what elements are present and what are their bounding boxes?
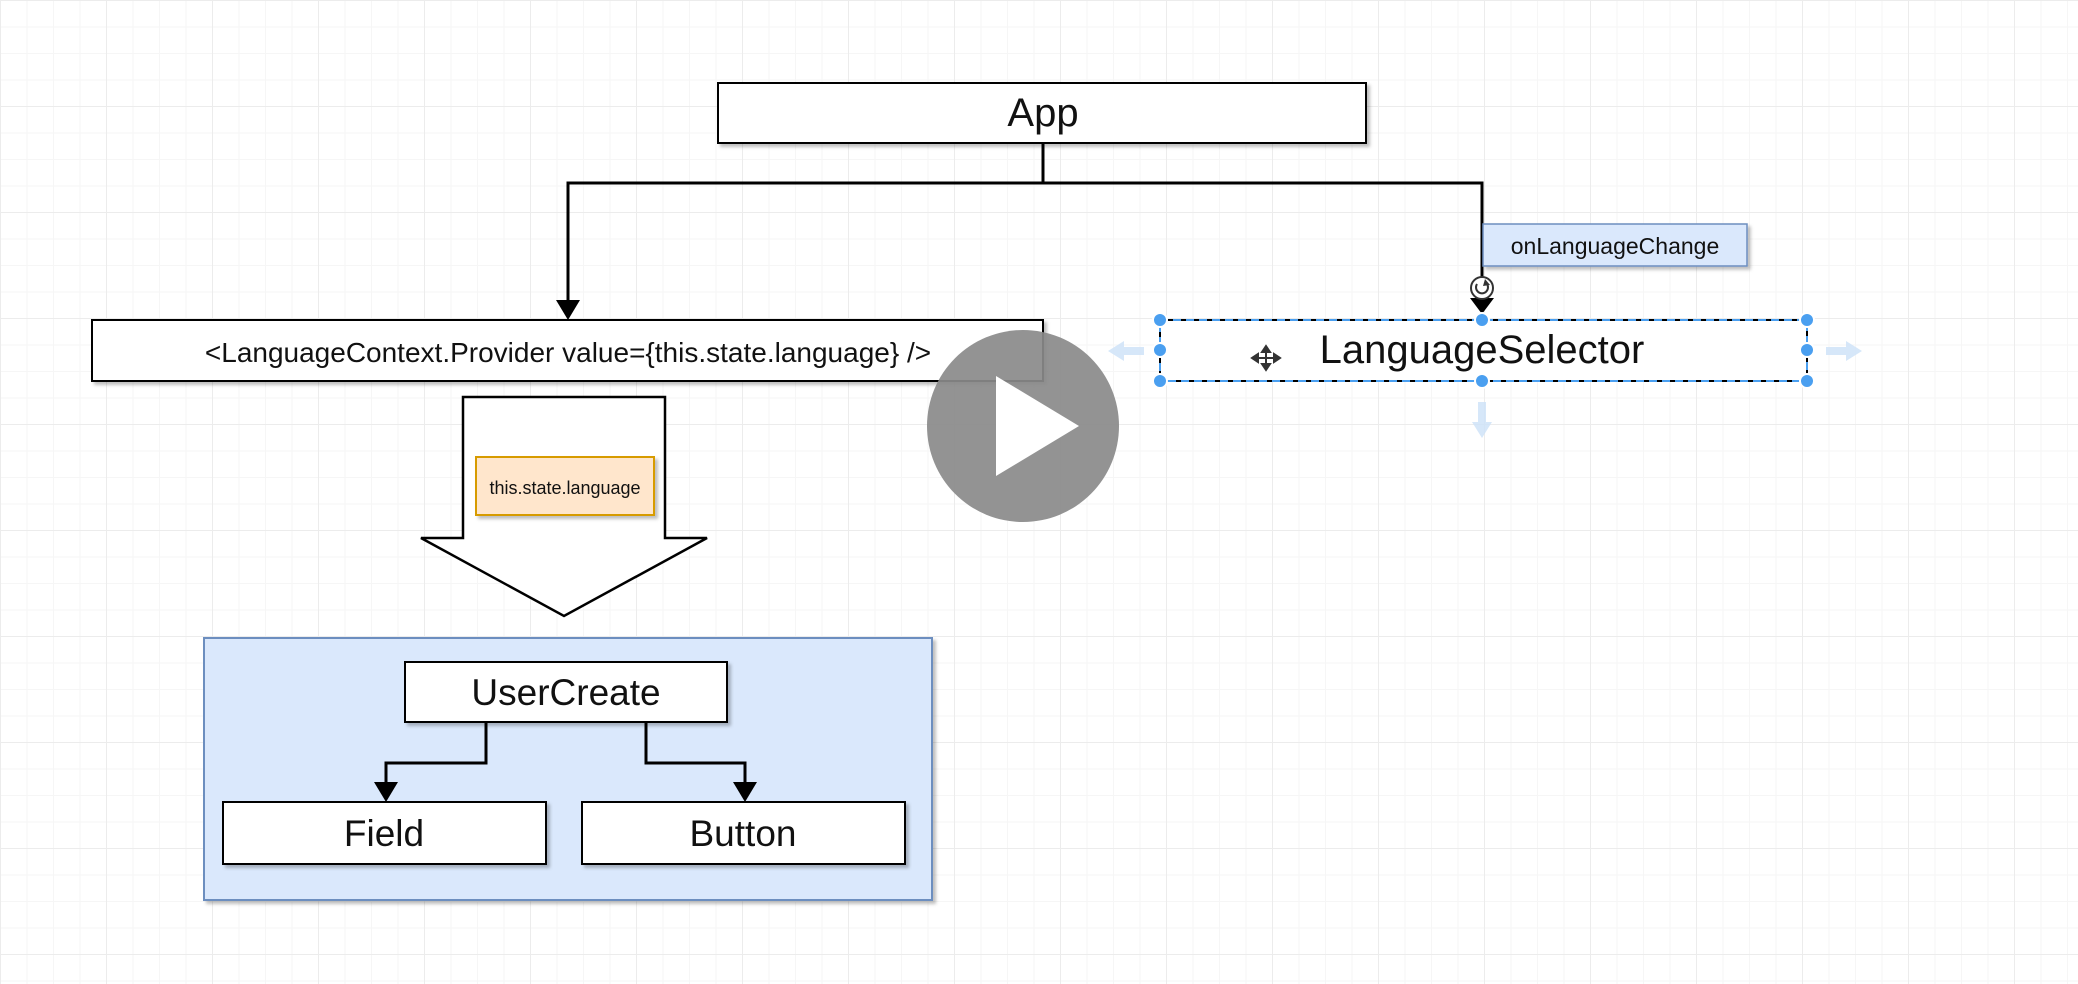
resize-handle-right[interactable]	[1799, 342, 1815, 358]
provider-node[interactable]: <LanguageContext.Provider value={this.st…	[91, 319, 1044, 382]
connect-arrow-right-icon[interactable]	[1826, 341, 1862, 361]
resize-handle-bottom-right[interactable]	[1799, 373, 1815, 389]
move-cursor-icon	[1250, 344, 1282, 372]
connect-arrow-left-icon[interactable]	[1108, 341, 1144, 361]
field-node[interactable]: Field	[222, 801, 547, 865]
connect-arrow-down-icon[interactable]	[1472, 402, 1492, 438]
app-connectors	[566, 143, 1484, 306]
state-language-note[interactable]: this.state.language	[475, 456, 655, 516]
on-language-change-text: onLanguageChange	[1511, 233, 1719, 259]
resize-handle-bottom-left[interactable]	[1152, 373, 1168, 389]
provider-node-label: <LanguageContext.Provider value={this.st…	[205, 337, 931, 368]
language-selector-node-label: LanguageSelector	[1320, 328, 1645, 372]
user-create-node[interactable]: UserCreate	[404, 661, 728, 723]
button-node-label: Button	[690, 813, 797, 854]
language-selector-node[interactable]: LanguageSelector	[1159, 319, 1808, 382]
field-node-label: Field	[344, 813, 424, 854]
video-play-overlay[interactable]	[927, 330, 1119, 522]
selection-handles[interactable]	[1152, 312, 1815, 389]
resize-handle-top[interactable]	[1474, 312, 1490, 328]
rotate-handle-icon[interactable]	[1470, 276, 1494, 300]
app-node-label: App	[1007, 91, 1078, 135]
on-language-change-label[interactable]: onLanguageChange	[1482, 223, 1748, 267]
arrowhead-selector	[1470, 298, 1494, 314]
user-create-node-label: UserCreate	[471, 672, 660, 713]
arrowhead-field	[374, 782, 398, 802]
quick-connect-arrows[interactable]	[1108, 341, 1862, 438]
button-node[interactable]: Button	[581, 801, 906, 865]
arrowhead-provider	[556, 300, 580, 320]
play-icon	[996, 376, 1079, 476]
resize-handle-bottom[interactable]	[1474, 373, 1490, 389]
arrowhead-button	[733, 782, 757, 802]
resize-handle-left[interactable]	[1152, 342, 1168, 358]
state-language-note-label: this.state.language	[489, 478, 640, 498]
app-node[interactable]: App	[717, 82, 1367, 144]
resize-handle-top-left[interactable]	[1152, 312, 1168, 328]
user-create-connectors	[384, 722, 747, 788]
resize-handle-top-right[interactable]	[1799, 312, 1815, 328]
